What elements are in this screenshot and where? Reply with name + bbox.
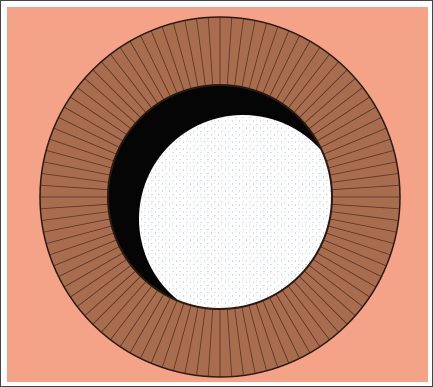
cross-section-figure (7, 7, 428, 382)
figure-panel (7, 7, 428, 382)
